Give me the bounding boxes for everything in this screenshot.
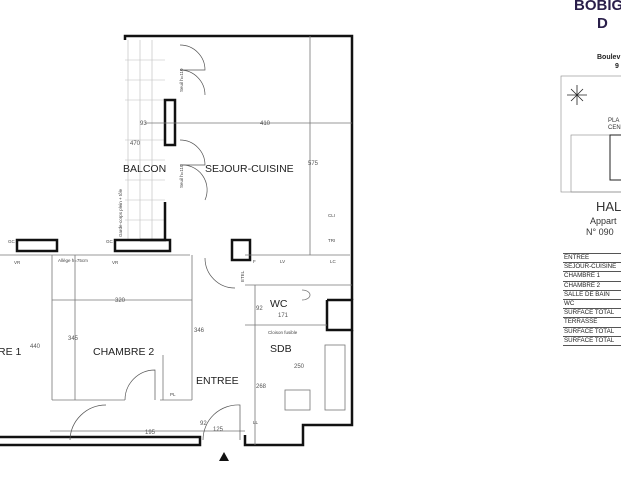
map-label: PLA xyxy=(608,118,619,124)
interior-walls xyxy=(0,36,352,445)
dim-chambre1-depth: 440 xyxy=(30,344,41,350)
label-gc: GC xyxy=(106,239,114,244)
label-seuil: Seuil h=110 xyxy=(179,164,184,188)
room-sdb: SDB xyxy=(270,343,292,355)
dim-entree-depth: 346 xyxy=(194,328,205,334)
label-tri: TRI xyxy=(328,238,335,243)
dim-chambre2-width: 320 xyxy=(115,298,126,304)
label-garde-corps: Garde-corps plein + tôle xyxy=(118,188,123,237)
dim-wc-width: 171 xyxy=(278,313,289,319)
surface-row: SURFACE TOTAL xyxy=(563,326,621,336)
label-allege: Allège h=75cm xyxy=(58,258,88,263)
label-f: F xyxy=(253,259,256,264)
surface-row: CHAMBRE 1 xyxy=(563,271,621,280)
unit-number: N° 090 xyxy=(586,227,614,237)
dim-sejour-depth: 575 xyxy=(308,161,319,167)
label-ll: LL xyxy=(253,420,259,425)
surface-table: ENTREE SEJOUR-CUISINE CHAMBRE 1 CHAMBRE … xyxy=(563,253,621,346)
dim-chambre2-depth: 345 xyxy=(68,336,79,342)
map-label: CEN xyxy=(608,125,621,131)
label-pl: PL xyxy=(170,392,176,397)
dim-balcon-length: 470 xyxy=(130,141,141,147)
address-line2: 9 xyxy=(615,63,619,70)
dim-wc-depth: 92 xyxy=(256,306,263,312)
label-vr: VR xyxy=(14,260,21,265)
room-sejour-cuisine: SEJOUR-CUISINE xyxy=(205,163,294,175)
room-entree: ENTREE xyxy=(196,375,239,387)
door-swings xyxy=(69,44,241,441)
surface-row: ENTREE xyxy=(563,253,621,262)
label-etel: ETEL xyxy=(240,270,245,282)
label-lc: LC xyxy=(330,259,337,264)
surface-row: WC xyxy=(563,298,621,308)
project-title-line1: BOBIG xyxy=(574,0,621,14)
surface-row: SEJOUR-CUISINE xyxy=(563,262,621,271)
label-cloison-fusible: Cloison fusible xyxy=(268,330,298,335)
exterior-walls xyxy=(0,34,354,447)
address-line1: Boulev xyxy=(597,54,621,61)
dim-sdb-depth: 268 xyxy=(256,384,267,390)
surface-row: CHAMBRE 2 xyxy=(563,280,621,290)
dim-entree-door: 92 xyxy=(200,421,207,427)
balcony-tiles xyxy=(125,40,165,240)
surface-row: SALLE DE BAIN xyxy=(563,289,621,299)
north-compass-icon xyxy=(567,85,587,105)
room-balcon: BALCON xyxy=(123,163,166,175)
dim-sejour-width: 410 xyxy=(260,121,271,127)
room-wc: WC xyxy=(270,298,288,310)
dim-entree-width: 125 xyxy=(213,427,224,433)
location-map: PLA CEN xyxy=(560,75,621,193)
label-vr: VR xyxy=(112,260,119,265)
label-seuil: Seuil h=110 xyxy=(179,68,184,92)
dim-sdb-width: 250 xyxy=(294,364,305,370)
surface-row: SURFACE TOTAL xyxy=(563,335,621,346)
dim-balcon-width: 93 xyxy=(140,121,147,127)
entrance-arrow-icon xyxy=(219,452,229,461)
building-name: HAL xyxy=(596,199,621,214)
dim-corridor-width: 195 xyxy=(145,430,156,436)
room-chambre-1: RE 1 xyxy=(0,346,22,358)
label-lv: LV xyxy=(280,259,285,264)
label-cli: CLI xyxy=(328,213,335,218)
unit-type: Appart xyxy=(590,216,617,226)
project-title-line2: D xyxy=(597,15,608,32)
surface-row: SURFACE TOTAL xyxy=(563,308,621,317)
surface-row: TERRASSE xyxy=(563,317,621,326)
label-gc: GC xyxy=(8,239,16,244)
room-chambre-2: CHAMBRE 2 xyxy=(93,346,154,358)
